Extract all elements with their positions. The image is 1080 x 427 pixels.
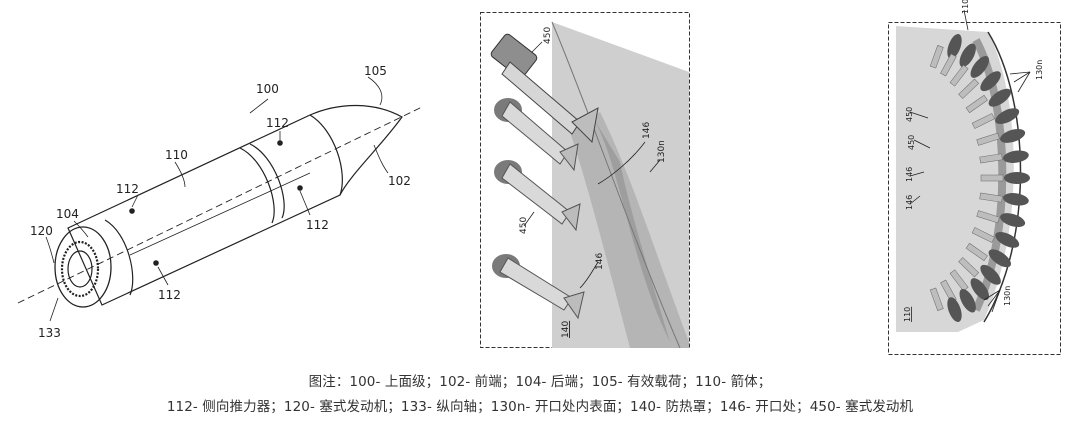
engine-nozzle (949, 64, 969, 87)
opening (959, 43, 976, 68)
leader-line (157, 266, 169, 286)
engine-nozzle (979, 153, 1003, 164)
engine-nozzle (976, 210, 1000, 224)
engine-nozzle (979, 192, 1003, 203)
leader-line (73, 220, 89, 238)
heat-shield-section-drawing: 450 146 130n 450 146 140 (480, 12, 690, 348)
opening (988, 88, 1011, 107)
label-146: 146 (905, 167, 914, 182)
leader-line (45, 236, 55, 264)
fairing-joint (309, 114, 343, 196)
body-outline (67, 104, 403, 306)
label-130n: 130n (657, 140, 667, 163)
engine-nozzle (940, 53, 957, 77)
label-133: 133 (38, 326, 61, 340)
engine-nozzle (971, 113, 995, 129)
opening (1003, 193, 1029, 206)
opening (980, 264, 1001, 285)
label-102: 102 (388, 174, 411, 188)
thruster-dot (129, 208, 135, 214)
opening (995, 108, 1020, 124)
engine-nozzle (929, 45, 944, 69)
opening (980, 71, 1001, 92)
label-146: 146 (642, 122, 652, 139)
caption-line-1: 图注：100- 上面级；102- 前端；104- 后端；105- 有效载荷；11… (308, 374, 772, 390)
engine-nozzle (976, 132, 1000, 146)
opening (970, 278, 990, 301)
caption-line-2: 112- 侧向推力器；120- 塞式发动机；133- 纵向轴；130n- 开口处… (166, 399, 914, 415)
thruster-dot (297, 185, 303, 191)
leader-line (249, 98, 269, 114)
opening (1000, 128, 1026, 143)
label-110: 110 (903, 307, 912, 322)
opening (995, 232, 1020, 248)
body-band (239, 147, 275, 224)
engine-nozzle (958, 257, 980, 278)
body-band (249, 143, 285, 219)
upper-stage-drawing: 100 105 112 110 102 112 112 104 120 112 … (17, 64, 423, 340)
label-105: 105 (364, 64, 387, 78)
leader-line (131, 194, 139, 208)
heat-shield-shade (570, 112, 689, 348)
opening (947, 34, 962, 59)
leader-line (299, 190, 311, 216)
opening (988, 249, 1011, 268)
label-112: 112 (266, 116, 289, 130)
vehicle-body-edge (983, 31, 1022, 323)
engine-nozzle (965, 242, 988, 262)
thruster-dot (277, 140, 283, 146)
leader-line (174, 161, 186, 188)
plug-engine-ring (60, 240, 100, 298)
label-130n: 130n (1035, 60, 1044, 80)
label-112: 112 (306, 218, 329, 232)
label-120: 120 (30, 224, 53, 238)
thruster-dot (153, 260, 159, 266)
plug-engine-top (490, 33, 599, 144)
leader-line (367, 76, 383, 106)
plug-engine-core (67, 250, 93, 288)
engine-nozzle (949, 269, 969, 292)
label-100: 100 (256, 82, 279, 96)
opening (1003, 150, 1029, 163)
label-146: 146 (595, 253, 605, 270)
label-130n: 130n (1003, 286, 1012, 306)
engine-nozzle (971, 227, 995, 243)
plug-engine (494, 160, 581, 232)
leader-line (49, 297, 59, 322)
engine-ring-drawing: 110 130n 450 450 146 146 130n 110 (888, 0, 1061, 355)
engine-nozzle (929, 287, 944, 311)
label-110: 110 (165, 148, 188, 162)
label-450: 450 (907, 135, 916, 150)
body-stripe (129, 172, 311, 256)
label-112: 112 (158, 288, 181, 302)
leader-line (373, 144, 389, 174)
label-450: 450 (519, 217, 529, 234)
label-110: 110 (961, 0, 970, 14)
engine-nozzle (980, 174, 1004, 182)
label-104: 104 (56, 207, 79, 221)
engine-nozzle (965, 94, 988, 114)
aft-band (104, 219, 134, 296)
opening-inner-surface (592, 116, 670, 342)
engine-nozzles (929, 34, 1030, 322)
plug-engine (492, 254, 585, 320)
opening (959, 288, 976, 313)
plug-engine (494, 98, 579, 172)
opening (1000, 213, 1026, 228)
label-146: 146 (905, 195, 914, 210)
label-112: 112 (116, 182, 139, 196)
label-450: 450 (543, 27, 553, 44)
label-450: 450 (905, 107, 914, 122)
label-140: 140 (561, 321, 571, 338)
opening (947, 297, 962, 322)
aft-end-outer (54, 226, 112, 308)
engine-nozzle (958, 78, 980, 99)
opening (1004, 172, 1030, 184)
longitudinal-axis (17, 106, 423, 304)
opening (970, 55, 990, 78)
